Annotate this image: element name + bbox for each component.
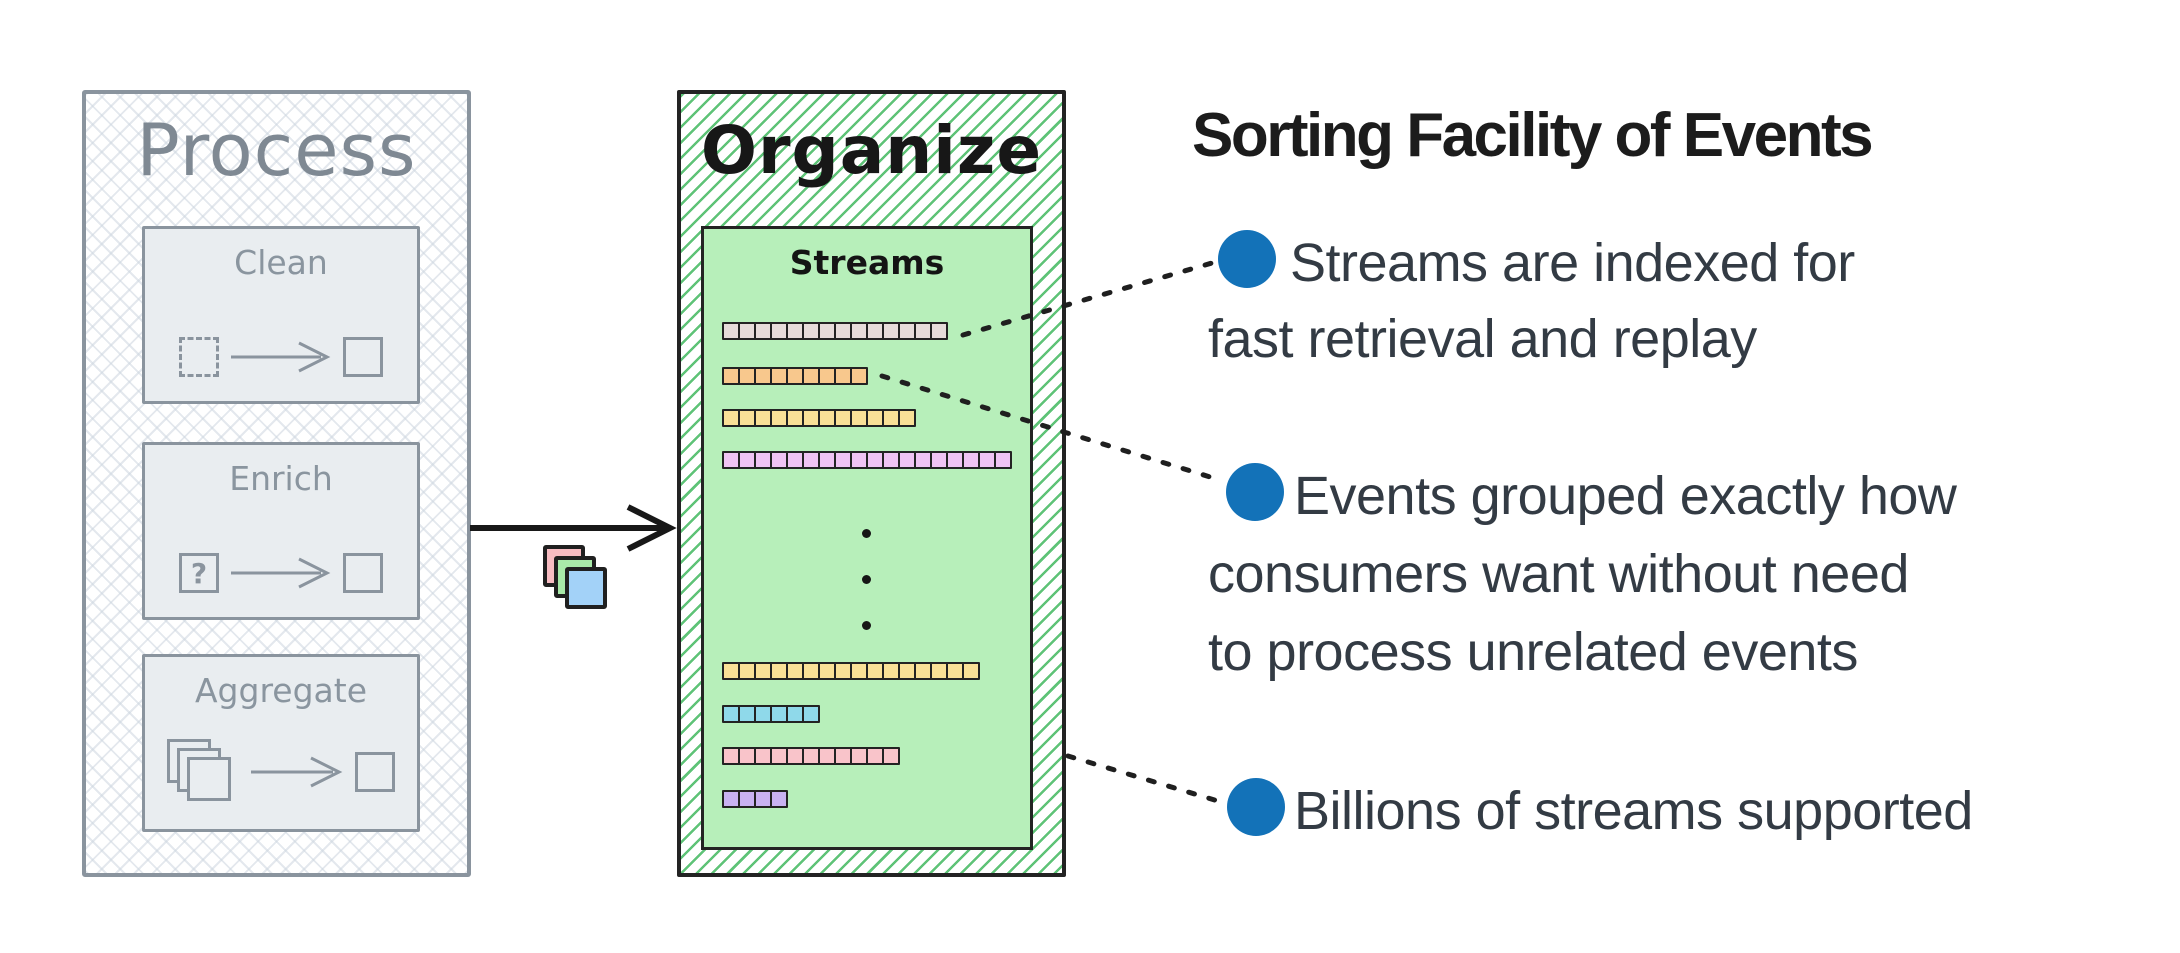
process-step-label: Clean: [234, 243, 328, 282]
bullet-3-line-1: Billions of streams supported: [1294, 781, 1973, 841]
arrow-right-icon: [231, 557, 331, 589]
arrow-right-icon: [231, 341, 331, 373]
page-title: Sorting Facility of Events: [1192, 101, 1874, 170]
question-square-icon: ?: [179, 553, 219, 593]
square-icon: [343, 337, 383, 377]
process-step-enrich: Enrich ?: [142, 442, 420, 620]
aggregate-icon-row: [145, 739, 417, 805]
organize-panel-title: Organize: [700, 112, 1043, 189]
streams-label: Streams: [789, 243, 945, 282]
organize-panel: Organize Streams: [677, 90, 1066, 877]
stacked-squares-icon: [167, 739, 239, 805]
process-panel: Process Clean Enrich ?: [82, 90, 471, 877]
clean-icon-row: [145, 337, 417, 377]
bullet-2-line-3: to process unrelated events: [1208, 622, 1858, 682]
stream-row: [722, 705, 820, 723]
question-mark: ?: [190, 556, 208, 590]
stream-row: [722, 451, 1012, 469]
bullet-icon: [1218, 230, 1276, 288]
enrich-icon-row: ?: [145, 553, 417, 593]
process-step-clean: Clean: [142, 226, 420, 404]
connector-dotted-line-3: [1065, 753, 1221, 804]
ellipsis-dot: [862, 575, 871, 584]
stream-row: [722, 367, 868, 385]
process-step-label: Aggregate: [194, 671, 368, 710]
bullet-2-line-2: consumers want without need: [1208, 544, 1909, 604]
bullet-1-line-1: Streams are indexed for: [1290, 233, 1855, 293]
process-panel-title: Process: [136, 108, 417, 192]
bullet-icon: [1226, 463, 1284, 521]
stream-row: [722, 409, 916, 427]
ellipsis-dot: [862, 529, 871, 538]
square-icon: [355, 752, 395, 792]
process-step-label: Enrich: [229, 459, 333, 498]
bullet-2-line-1: Events grouped exactly how: [1294, 466, 1957, 526]
streams-box: Streams: [701, 226, 1033, 850]
dashed-square-icon: [179, 337, 219, 377]
arrow-right-icon: [251, 756, 343, 788]
stream-row: [722, 747, 900, 765]
square-icon: [343, 553, 383, 593]
event-square-blue: [565, 567, 607, 609]
ellipsis-dot: [862, 621, 871, 630]
stream-row: [722, 790, 788, 808]
process-step-aggregate: Aggregate: [142, 654, 420, 832]
stream-row: [722, 662, 980, 680]
stream-row: [722, 322, 948, 340]
bullet-1-line-2: fast retrieval and replay: [1208, 309, 1757, 369]
bullet-icon: [1227, 778, 1285, 836]
